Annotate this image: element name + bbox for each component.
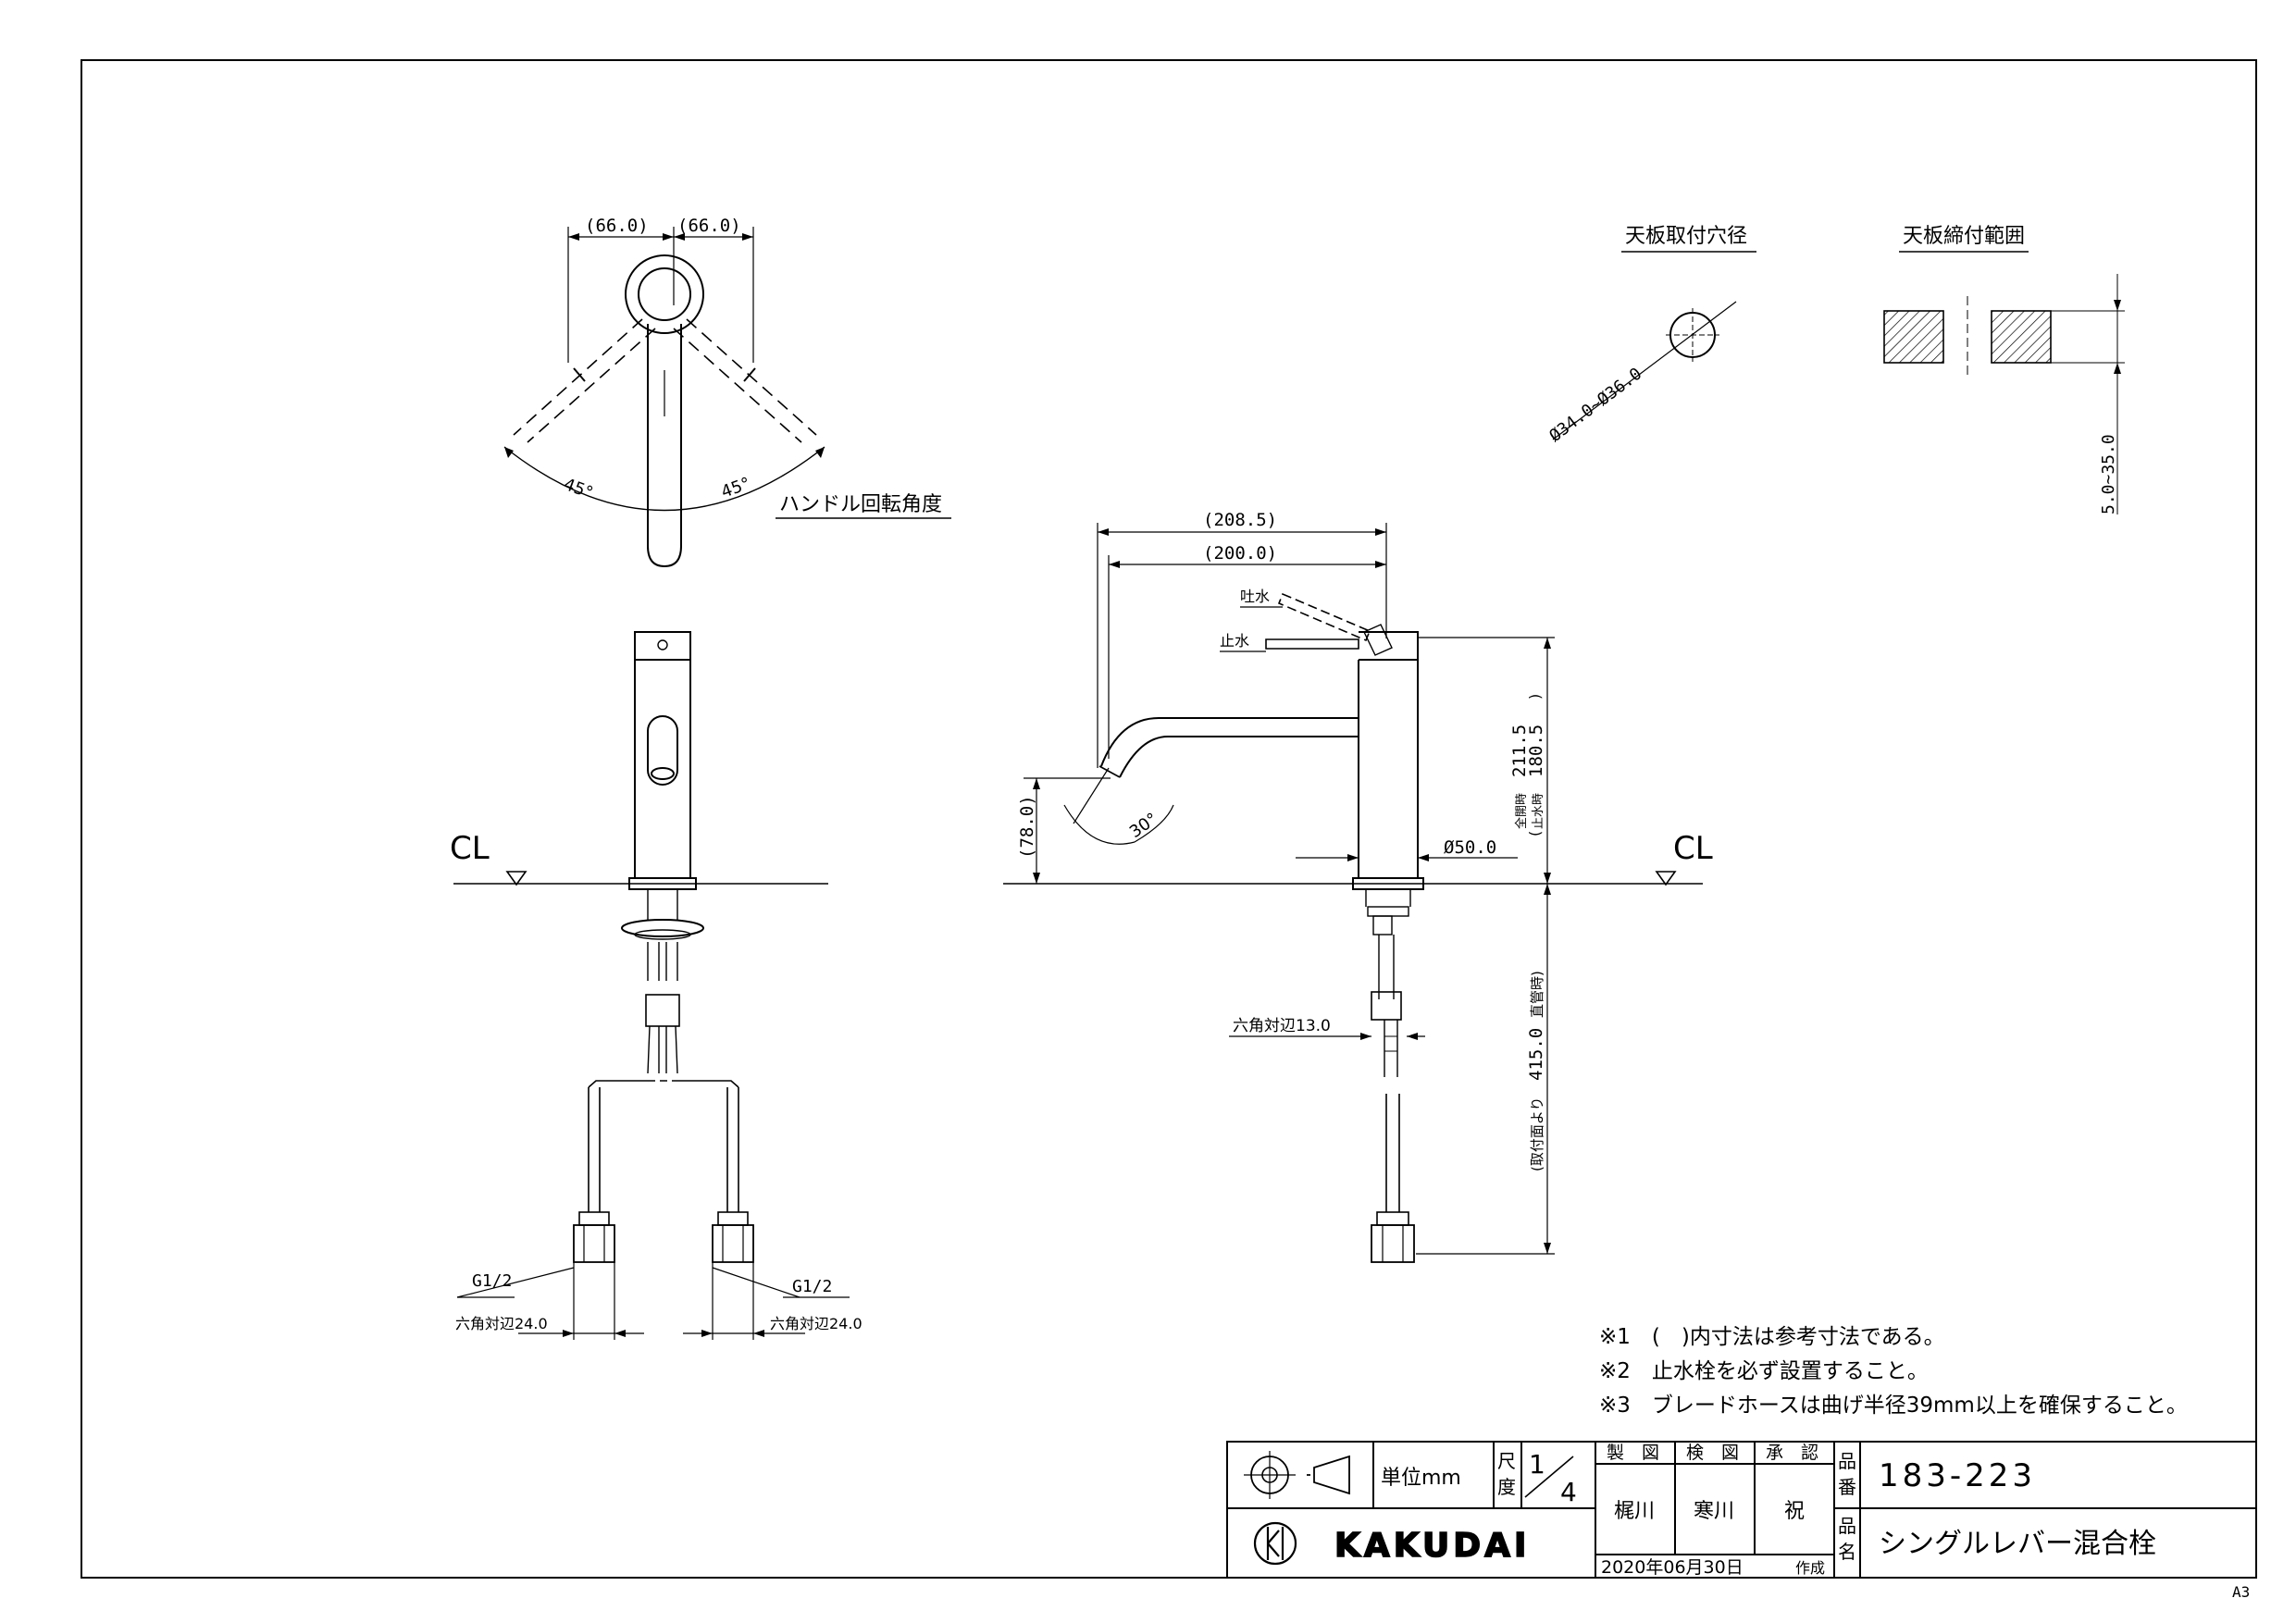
sheet-size: A3 — [2232, 1583, 2250, 1601]
name-drawn: 梶川 — [1614, 1500, 1655, 1523]
hole-symbol — [1552, 301, 1737, 440]
thread-label-right: G1/2 — [792, 1277, 832, 1296]
header-approved: 承 認 — [1766, 1443, 1818, 1463]
product-name-label-1: 品 — [1838, 1515, 1856, 1537]
hex-label-right: 六角対辺24.0 — [770, 1315, 863, 1332]
hole-diameter-dim: Ø34.0~Ø36.0 — [1545, 364, 1645, 446]
tube-length-prefix: (取付面より — [1529, 1096, 1545, 1171]
stop-label: 止水 — [1220, 632, 1249, 650]
header-drawn: 製 図 — [1607, 1443, 1659, 1463]
tube-length-dim: (取付面より 415.0 直管時) — [1526, 971, 1546, 1171]
top-angle-right: 45° — [719, 474, 753, 502]
scale-label-1: 尺 — [1497, 1450, 1516, 1472]
date-created: 2020年06月30日 — [1601, 1557, 1744, 1578]
front-cl-label: CL — [450, 830, 490, 867]
hex-label-left: 六角対辺24.0 — [455, 1315, 548, 1332]
range-dim: 5.0~35.0 — [2099, 434, 2118, 514]
note-1: ※1 ( )内寸法は参考寸法である。 — [1599, 1325, 1945, 1349]
height-stop-label: 止水時 — [1532, 793, 1545, 829]
handle-rotation-label: ハンドル回転角度 — [779, 493, 942, 516]
top-dim-left: (66.0) — [585, 216, 649, 236]
top-dim-right: (66.0) — [677, 216, 741, 236]
brand-name: KAKUDAI — [1334, 1527, 1530, 1565]
top-view — [503, 227, 825, 568]
spout-angle: 30° — [1126, 810, 1161, 843]
kakudai-logo — [1253, 1521, 1297, 1566]
name-approved: 祝 — [1784, 1500, 1805, 1523]
base-diameter: Ø50.0 — [1444, 837, 1496, 858]
scale-numerator: 1 — [1529, 1449, 1545, 1480]
part-no-label-1: 品 — [1838, 1450, 1856, 1472]
tube-length-value: 415.0 — [1526, 1028, 1546, 1081]
height-open-paren: ( — [1526, 831, 1544, 836]
height-open-value: 211.5 — [1509, 725, 1530, 777]
unit-label: 単位mm — [1381, 1467, 1461, 1490]
scale-denominator: 4 — [1560, 1477, 1577, 1507]
note-2: ※2 止水栓を必ず設置すること。 — [1599, 1359, 1929, 1383]
height-open-label: 全開時 — [1514, 793, 1529, 829]
tube-length-suffix: 直管時) — [1529, 971, 1545, 1018]
side-cl-label: CL — [1673, 830, 1713, 867]
height-dims: ( 全開時 211.5 止水時 180.5 ) — [1509, 694, 1546, 836]
hex-13-label: 六角対辺13.0 — [1233, 1017, 1331, 1035]
thread-label-left: G1/2 — [472, 1271, 512, 1291]
side-view: 吐水 止水 — [1024, 523, 1555, 1263]
scale-label-2: 度 — [1497, 1476, 1516, 1498]
dim-total-length: (208.5) — [1203, 510, 1277, 530]
spout-label: 吐水 — [1240, 588, 1270, 605]
created-label: 作成 — [1795, 1559, 1825, 1577]
product-name-label-2: 名 — [1838, 1541, 1856, 1563]
front-view — [456, 631, 805, 1340]
height-stop-value: 180.5 — [1526, 725, 1546, 777]
range-title: 天板締付範囲 — [1903, 225, 2025, 248]
dim-spout-height: (78.0) — [1017, 795, 1037, 859]
product-name: シングルレバー混合栓 — [1879, 1528, 2156, 1560]
height-close-paren: ) — [1526, 694, 1544, 700]
name-checked: 寒川 — [1694, 1500, 1734, 1523]
note-3: ※3 ブレードホースは曲げ半径39mm以上を確保すること。 — [1599, 1394, 2188, 1418]
hole-title: 天板取付穴径 — [1625, 225, 1747, 248]
part-no-label-2: 番 — [1838, 1476, 1856, 1498]
counter-section — [1883, 274, 2125, 514]
sheet-border — [81, 59, 2257, 1579]
header-checked: 検 図 — [1686, 1443, 1739, 1463]
title-block — [1226, 1441, 2257, 1579]
dim-spout-reach: (200.0) — [1203, 543, 1277, 564]
top-angle-left: 45° — [561, 475, 595, 503]
part-number: 183-223 — [1879, 1457, 2036, 1494]
